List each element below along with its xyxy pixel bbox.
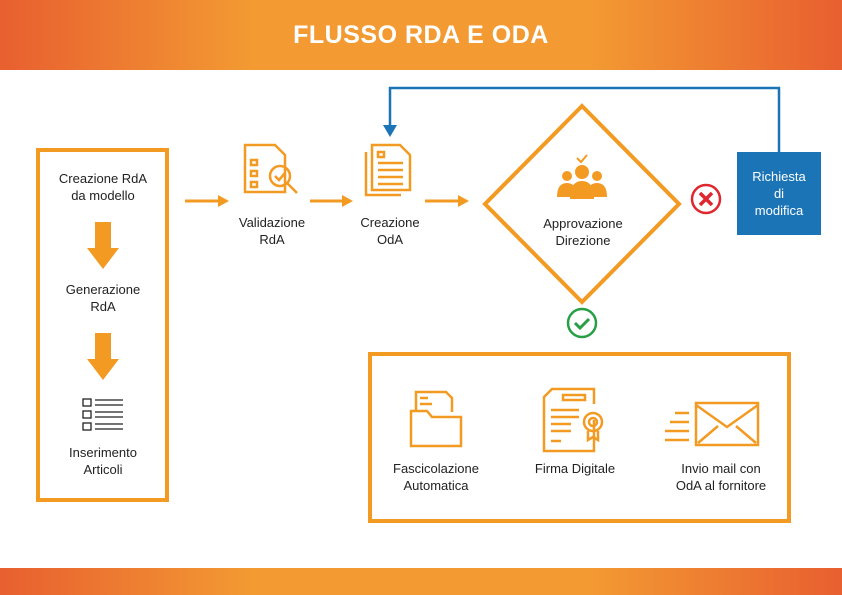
team-icon xyxy=(557,154,607,199)
document-icon xyxy=(364,143,412,197)
feedback-arrowhead xyxy=(383,125,397,137)
approval-diamond xyxy=(482,103,682,305)
arrow-1 xyxy=(185,195,229,207)
feedback-loop-line xyxy=(388,86,781,152)
down-arrow-2 xyxy=(87,333,119,380)
step-creazione-rda: Creazione RdA da modello xyxy=(58,171,148,203)
validation-icon xyxy=(243,143,298,194)
arrow-2 xyxy=(310,195,353,207)
step-generazione-rda: Generazione RdA xyxy=(65,282,141,314)
approve-icon xyxy=(566,307,598,339)
reject-icon xyxy=(690,183,722,215)
step-inserimento-articoli: Inserimento Articoli xyxy=(69,445,137,477)
output-invio-mail: Invio mail con OdA al fornitore xyxy=(675,461,767,493)
output-firma-digitale: Firma Digitale xyxy=(534,461,616,476)
footer-banner xyxy=(0,568,842,595)
richiesta-modifica-box: Richiesta di modifica xyxy=(737,152,821,235)
output-fascicolazione: Fascicolazione Automatica xyxy=(393,461,479,493)
mail-icon xyxy=(665,401,760,447)
checklist-icon xyxy=(82,398,123,431)
page-title: FLUSSO RDA E ODA xyxy=(293,20,549,49)
step-creazione-oda: Creazione OdA xyxy=(360,215,420,247)
certificate-icon xyxy=(542,387,604,453)
folder-icon xyxy=(409,390,463,448)
header-banner: FLUSSO RDA E ODA xyxy=(0,0,842,70)
rda-steps-box xyxy=(36,148,169,502)
step-approvazione: Approvazione Direzione xyxy=(543,216,623,248)
step-validazione-rda: Validazione RdA xyxy=(238,215,306,247)
outputs-box xyxy=(368,352,791,523)
arrow-3 xyxy=(425,195,469,207)
down-arrow-1 xyxy=(87,222,119,269)
